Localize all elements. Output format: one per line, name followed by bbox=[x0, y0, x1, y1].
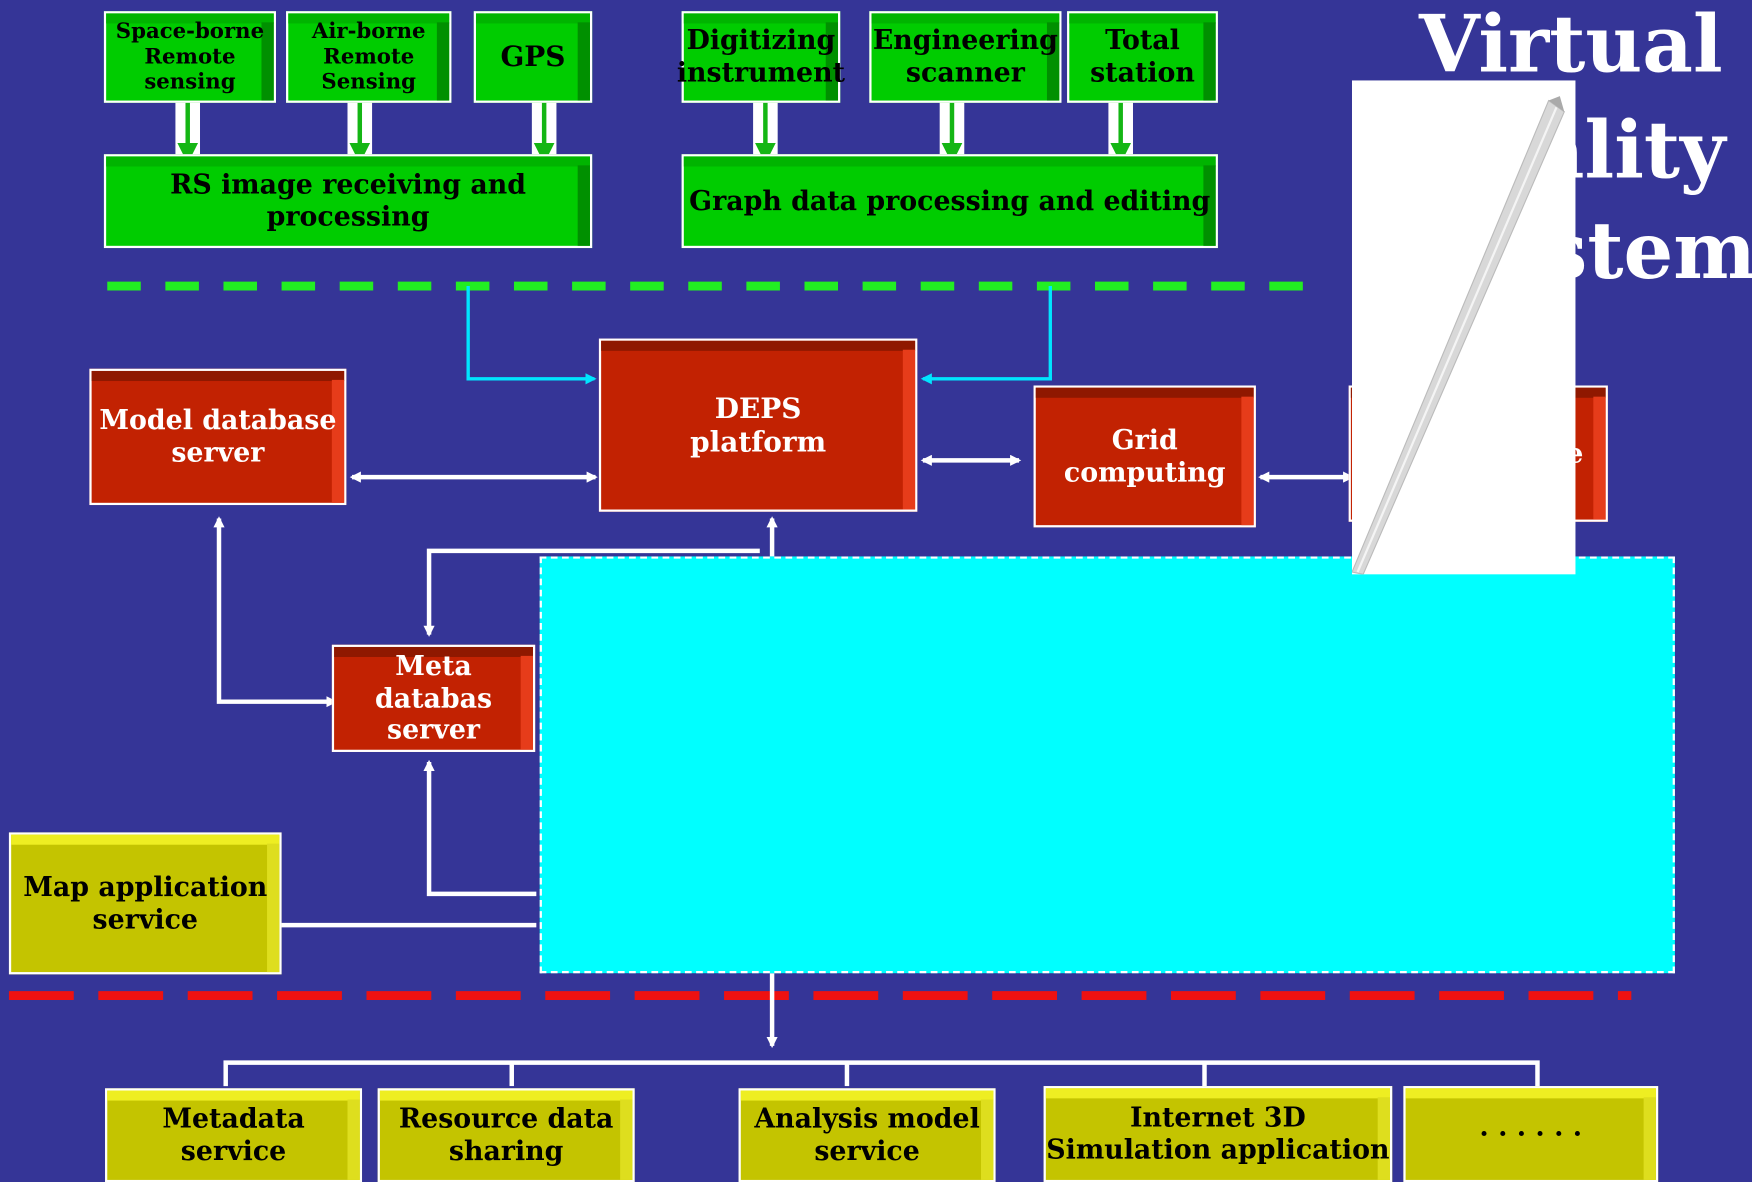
deps-platform: DEPS platform bbox=[598, 338, 918, 512]
pen-icon bbox=[1351, 96, 1565, 575]
grid-computing: Grid computing bbox=[1033, 385, 1256, 528]
internet-3d-simulation: Internet 3D Simulation application bbox=[1043, 1086, 1393, 1182]
cyan-overlay-panel bbox=[539, 556, 1675, 974]
analysis-model-service: Analysis model service bbox=[738, 1088, 996, 1182]
metadata-service: Metadata service bbox=[105, 1088, 363, 1182]
rs-processing-box: RS image receiving and processing bbox=[103, 154, 593, 249]
source-arrows bbox=[175, 93, 1133, 166]
title-line-1: Virtual bbox=[1419, 0, 1723, 91]
source-digitizing-instrument: Digitizing instrument bbox=[677, 11, 845, 103]
resource-data-sharing: Resource data sharing bbox=[377, 1088, 635, 1182]
graph-processing-box: Graph data processing and editing bbox=[681, 154, 1218, 249]
more-services: · · · · · · bbox=[1403, 1086, 1659, 1182]
pen-overlay bbox=[1351, 80, 1576, 575]
source-space-borne-rs: Space-borne Remote sensing bbox=[103, 11, 276, 103]
map-application-service: Map application service bbox=[8, 832, 282, 975]
source-gps: GPS bbox=[473, 11, 593, 103]
source-air-borne-rs: Air-borne Remote Sensing bbox=[286, 11, 452, 103]
source-total-station: Total station bbox=[1067, 11, 1218, 103]
meta-database-server: Meta databas server bbox=[331, 644, 536, 752]
model-database-server: Model database server bbox=[89, 368, 347, 506]
source-engineering-scanner: Engineering scanner bbox=[869, 11, 1062, 103]
